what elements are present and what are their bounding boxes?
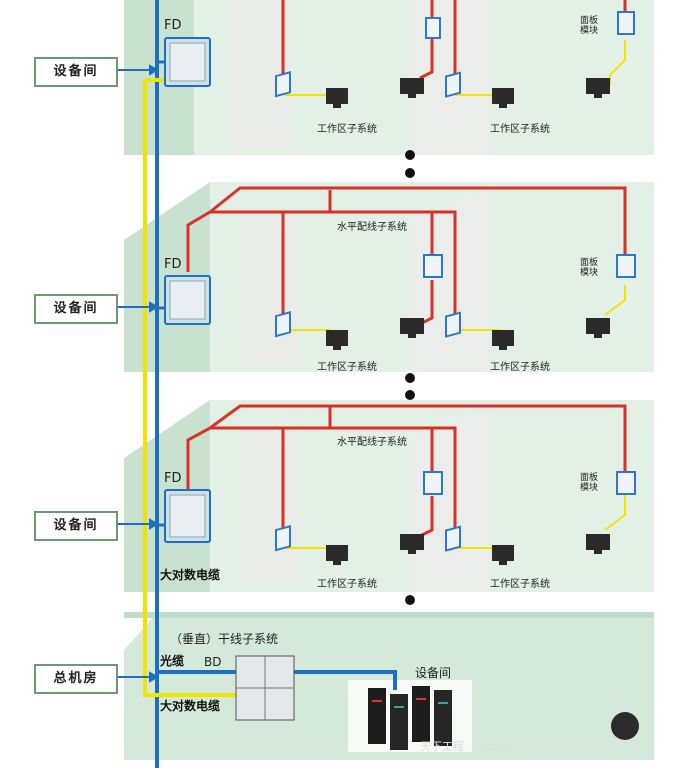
panel-module-label: 面板 模块 xyxy=(580,473,599,493)
fd-label: FD xyxy=(164,18,182,33)
watermark: 天下工程 ... uqian... xyxy=(420,740,523,753)
work-area-label: 工作区子系统 xyxy=(490,124,550,135)
tag-arrows xyxy=(116,64,160,683)
fd-cabinet xyxy=(164,489,211,543)
room-tag: 设备间 xyxy=(34,511,118,541)
server-racks xyxy=(368,686,452,750)
computer xyxy=(326,78,610,565)
fiber-label: 光缆 xyxy=(160,654,185,668)
wall-outlet xyxy=(275,11,636,552)
ellipsis-dot xyxy=(405,390,415,400)
copper-cable-label: 大对数电缆 xyxy=(160,699,221,713)
cable-label: 大对数电缆 xyxy=(160,568,221,582)
work-area-label: 工作区子系统 xyxy=(490,362,550,373)
panel-module-label: 面板 模块 xyxy=(580,258,599,278)
equipment-room-label: 设备间 xyxy=(415,666,452,680)
room-tag: 设备间 xyxy=(34,294,118,324)
bd-label: BD xyxy=(204,655,222,669)
work-area-label: 工作区子系统 xyxy=(317,579,377,590)
work-area-label: 工作区子系统 xyxy=(490,579,550,590)
horizontal-subsystem-label: 水平配线子系统 xyxy=(337,222,407,233)
bd-cabinet xyxy=(235,655,295,721)
horizontal-cables xyxy=(186,0,627,538)
ellipsis-dot xyxy=(405,595,415,605)
fd-label: FD xyxy=(164,471,182,486)
watermark-logo-icon xyxy=(611,712,639,740)
work-area-label: 工作区子系统 xyxy=(317,124,377,135)
main-room-tag: 总机房 xyxy=(34,664,118,694)
ellipsis-dot xyxy=(405,373,415,383)
floor-3-bg xyxy=(124,0,654,155)
fd-cabinet xyxy=(164,275,211,325)
fd-label: FD xyxy=(164,257,182,272)
fd-cabinet xyxy=(164,37,211,87)
ellipsis-dot xyxy=(405,168,415,178)
panel-module-label: 面板 模块 xyxy=(580,16,599,36)
horizontal-subsystem-label: 水平配线子系统 xyxy=(337,437,407,448)
ellipsis-dot xyxy=(405,150,415,160)
room-tag: 设备间 xyxy=(34,57,118,87)
backbone-subsystem-label: （垂直）干线子系统 xyxy=(170,632,279,646)
work-area-label: 工作区子系统 xyxy=(317,362,377,373)
